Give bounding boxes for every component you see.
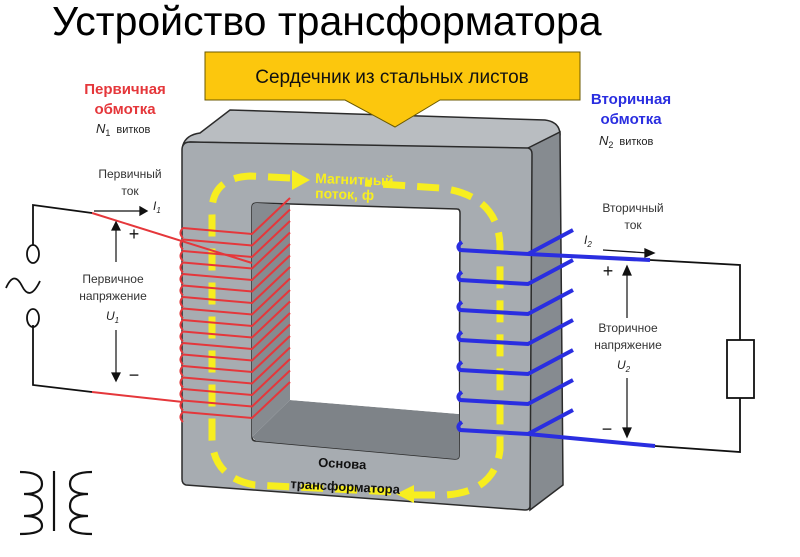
primary-current-label-2: ток bbox=[121, 184, 139, 198]
primary-turn bbox=[182, 312, 291, 351]
primary-turn bbox=[182, 358, 291, 397]
primary-turn-edge bbox=[179, 342, 184, 354]
primary-winding-label-2: обмотка bbox=[94, 101, 156, 118]
primary-voltage-plus: + bbox=[129, 224, 140, 244]
primary-turn bbox=[182, 369, 291, 408]
primary-turn bbox=[182, 254, 291, 293]
primary-turn bbox=[182, 335, 291, 374]
primary-turn-edge bbox=[179, 365, 184, 377]
primary-voltage-label-1: Первичное bbox=[82, 272, 144, 286]
primary-turn bbox=[182, 231, 291, 270]
primary-turn-edge bbox=[179, 330, 184, 343]
secondary-turn bbox=[456, 318, 574, 347]
secondary-current-label-1: Вторичный bbox=[602, 201, 663, 215]
primary-turn-edge bbox=[179, 284, 184, 297]
secondary-voltage-plus: + bbox=[603, 261, 614, 281]
flux-label-2: поток,ф bbox=[315, 185, 375, 203]
page-title: Устройство трансформатора bbox=[52, 0, 602, 44]
primary-turn bbox=[182, 277, 291, 316]
primary-turn bbox=[182, 289, 291, 328]
secondary-turn bbox=[456, 378, 574, 407]
secondary-voltage-label-2: напряжение bbox=[594, 338, 662, 352]
secondary-winding bbox=[456, 228, 656, 448]
primary-voltage-symbol: U1 bbox=[106, 309, 119, 325]
secondary-current-symbol: I2 bbox=[584, 233, 592, 249]
primary-turn-edge bbox=[179, 411, 184, 423]
secondary-voltage-arrow bbox=[622, 264, 632, 439]
secondary-turn bbox=[456, 348, 574, 377]
flux-arrow-icon bbox=[292, 170, 310, 190]
primary-turn-edge bbox=[179, 353, 184, 366]
primary-voltage-label-2: напряжение bbox=[79, 289, 147, 303]
primary-turn bbox=[182, 346, 291, 385]
primary-turn bbox=[182, 381, 291, 420]
primary-turn bbox=[182, 220, 291, 259]
core-window-opening bbox=[290, 205, 459, 414]
secondary-current-arrow bbox=[602, 247, 656, 259]
secondary-voltage-label-1: Вторичное bbox=[598, 321, 658, 335]
primary-turn-edge bbox=[179, 388, 184, 400]
primary-turn-edge bbox=[179, 273, 184, 285]
secondary-turn bbox=[456, 288, 574, 317]
magnetic-flux-path bbox=[208, 170, 504, 503]
primary-turn-edge bbox=[179, 238, 184, 251]
primary-lead-wire bbox=[91, 391, 184, 403]
ac-source-icon bbox=[5, 244, 41, 328]
primary-turn-edge bbox=[179, 250, 184, 262]
primary-turn-edge bbox=[179, 399, 184, 412]
core-side-face bbox=[527, 130, 564, 512]
primary-winding bbox=[91, 197, 291, 423]
primary-voltage-minus: − bbox=[129, 365, 140, 385]
secondary-voltage-symbol: U2 bbox=[617, 358, 631, 374]
primary-turn bbox=[182, 243, 291, 282]
primary-turn-edge bbox=[179, 307, 184, 320]
primary-turn bbox=[182, 300, 291, 339]
callout-text: Сердечник из стальных листов bbox=[255, 67, 528, 88]
secondary-lead-wire bbox=[527, 432, 656, 448]
core-window-bottom-depth bbox=[252, 400, 459, 459]
primary-circuit bbox=[32, 203, 93, 393]
primary-turn bbox=[182, 323, 291, 362]
primary-current-arrow bbox=[94, 205, 149, 217]
primary-current-label-1: Первичный bbox=[98, 167, 161, 181]
primary-current-symbol: I1 bbox=[153, 199, 161, 215]
base-label-1: Основа bbox=[318, 455, 368, 473]
secondary-turn bbox=[456, 258, 574, 287]
primary-turn bbox=[182, 197, 291, 236]
primary-turn bbox=[182, 208, 291, 247]
secondary-winding-label-2: обмотка bbox=[600, 111, 662, 128]
transformer-core bbox=[181, 109, 564, 512]
primary-turn bbox=[182, 266, 291, 305]
primary-turn-edge bbox=[179, 376, 184, 389]
transformer-symbol-icon bbox=[19, 470, 93, 536]
secondary-winding-label-1: Вторичная bbox=[591, 91, 671, 108]
primary-turn-edge bbox=[179, 261, 184, 274]
secondary-current-label-2: ток bbox=[624, 218, 642, 232]
flux-label-1: Магнитный bbox=[315, 170, 394, 189]
primary-turn-edge bbox=[179, 227, 184, 239]
secondary-circuit bbox=[649, 259, 741, 453]
resistor-icon bbox=[726, 339, 755, 399]
secondary-turn bbox=[456, 228, 574, 257]
secondary-voltage-minus: − bbox=[602, 419, 613, 439]
primary-winding-label-1: Первичная bbox=[84, 81, 166, 98]
secondary-turn bbox=[456, 408, 574, 437]
secondary-lead-wire bbox=[527, 252, 651, 262]
primary-turn-edge bbox=[179, 319, 184, 331]
base-label-2: трансформатора bbox=[290, 476, 401, 497]
core-callout: Сердечник из стальных листов bbox=[204, 51, 581, 128]
primary-voltage-arrow bbox=[111, 220, 121, 383]
primary-turn-edge bbox=[179, 296, 184, 308]
flux-arrow-return-icon bbox=[396, 485, 414, 503]
